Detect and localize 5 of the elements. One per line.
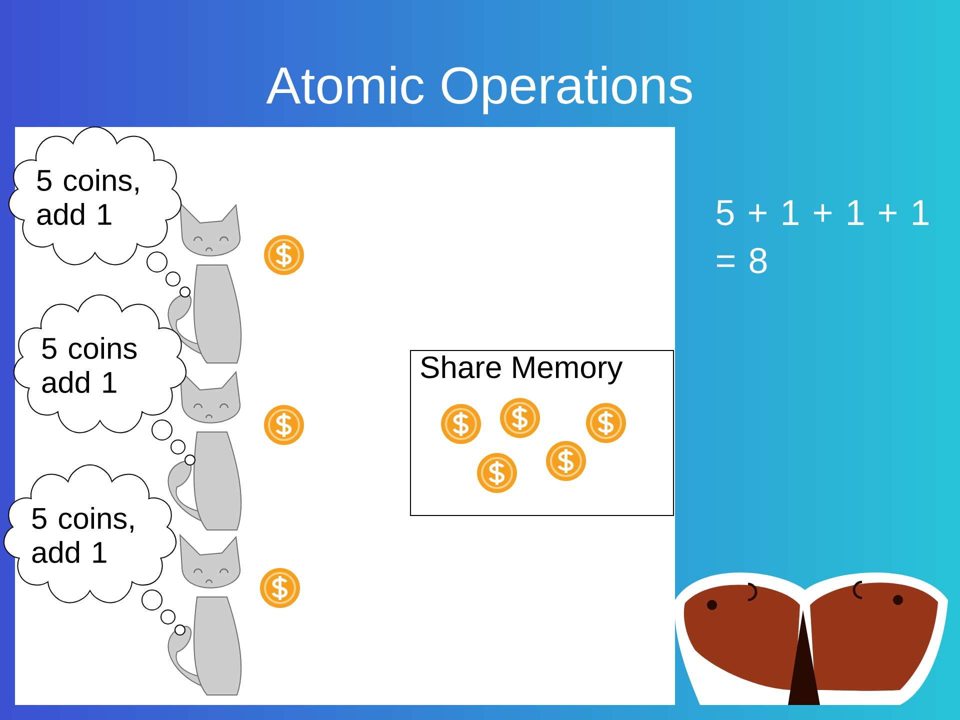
thought-cloud: 5 coins add 1 xyxy=(14,294,187,434)
thought-cloud: 5 coins, add 1 xyxy=(4,464,177,604)
equation-text: 5 + 1 + 1 + 1 = 8 xyxy=(716,200,929,274)
title: Atomic Operations xyxy=(266,66,692,114)
thought-cloud: 5 coins, add 1 xyxy=(8,126,182,266)
